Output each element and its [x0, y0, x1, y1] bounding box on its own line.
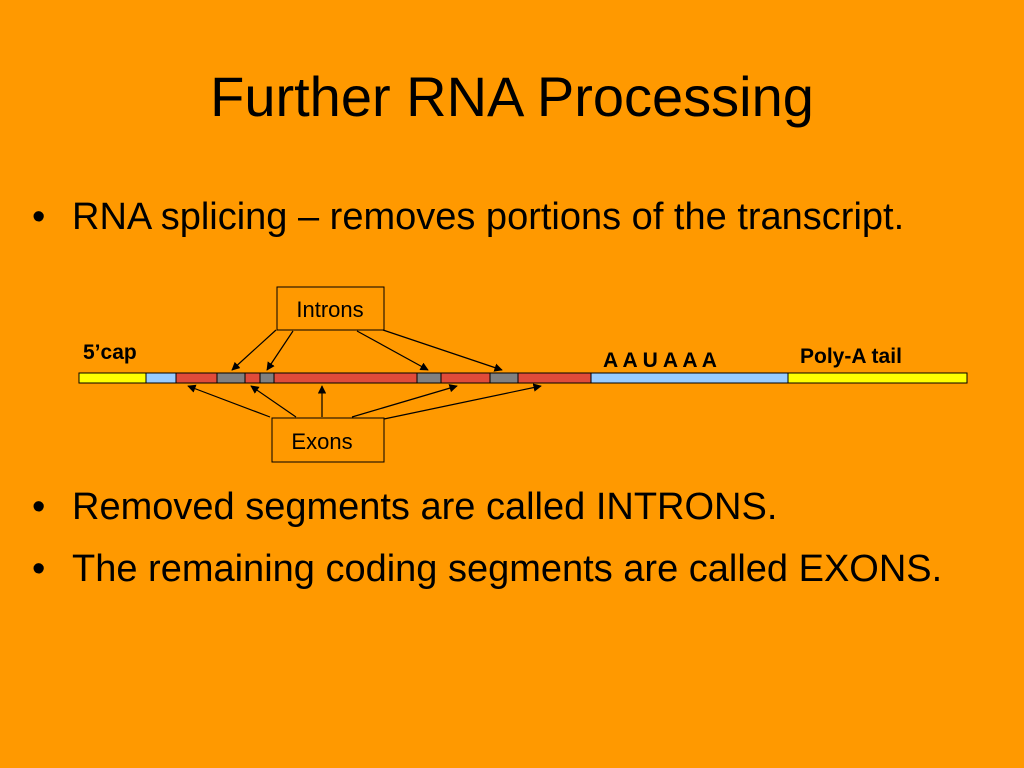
introns-arrow [266, 330, 294, 371]
introns-arrow [231, 329, 277, 371]
exons-arrow [351, 384, 458, 418]
bullet-marker: • [32, 196, 46, 238]
exons-label-box [271, 417, 385, 463]
poly-a-tail-segment [787, 372, 968, 384]
introns-label: Introns [296, 297, 363, 322]
polyadenylation-signal-label: A A U A A A [603, 349, 717, 372]
cap-segment [78, 372, 147, 384]
exons-label: Exons [291, 429, 352, 454]
bullet-exons: • The remaining coding segments are call… [28, 542, 972, 596]
intron-segment [489, 372, 519, 384]
bullet-marker: • [32, 548, 46, 590]
exons-arrow [383, 383, 542, 420]
slide-title: Further RNA Processing [210, 65, 814, 128]
introns-label-box [276, 286, 385, 331]
exon-segment [175, 372, 218, 384]
introns-arrow [382, 329, 503, 372]
bullet-text: The remaining coding segments are called… [72, 548, 943, 590]
intron-segment [216, 372, 246, 384]
introns-arrow [356, 330, 429, 371]
bullet-introns: • Removed segments are called INTRONS. [28, 480, 972, 534]
bullet-marker: • [32, 486, 46, 528]
cap-label: 5’cap [83, 341, 137, 364]
intron-segment [416, 372, 442, 384]
exons-arrow [250, 385, 297, 418]
exon-segment [517, 372, 592, 384]
bullet-text: Removed segments are called INTRONS. [72, 486, 778, 528]
bullet-rna-splicing: • RNA splicing – removes portions of the… [28, 190, 972, 244]
exon-segment [273, 372, 418, 384]
intron-segment [259, 372, 275, 384]
exon-segment [440, 372, 491, 384]
utr5-segment [145, 372, 177, 384]
exon-segment [244, 372, 261, 384]
poly-a-tail-label: Poly-A tail [800, 345, 902, 368]
exons-arrow [187, 384, 271, 418]
utr3-segment [590, 372, 789, 384]
bullet-text: RNA splicing – removes portions of the t… [72, 196, 905, 238]
